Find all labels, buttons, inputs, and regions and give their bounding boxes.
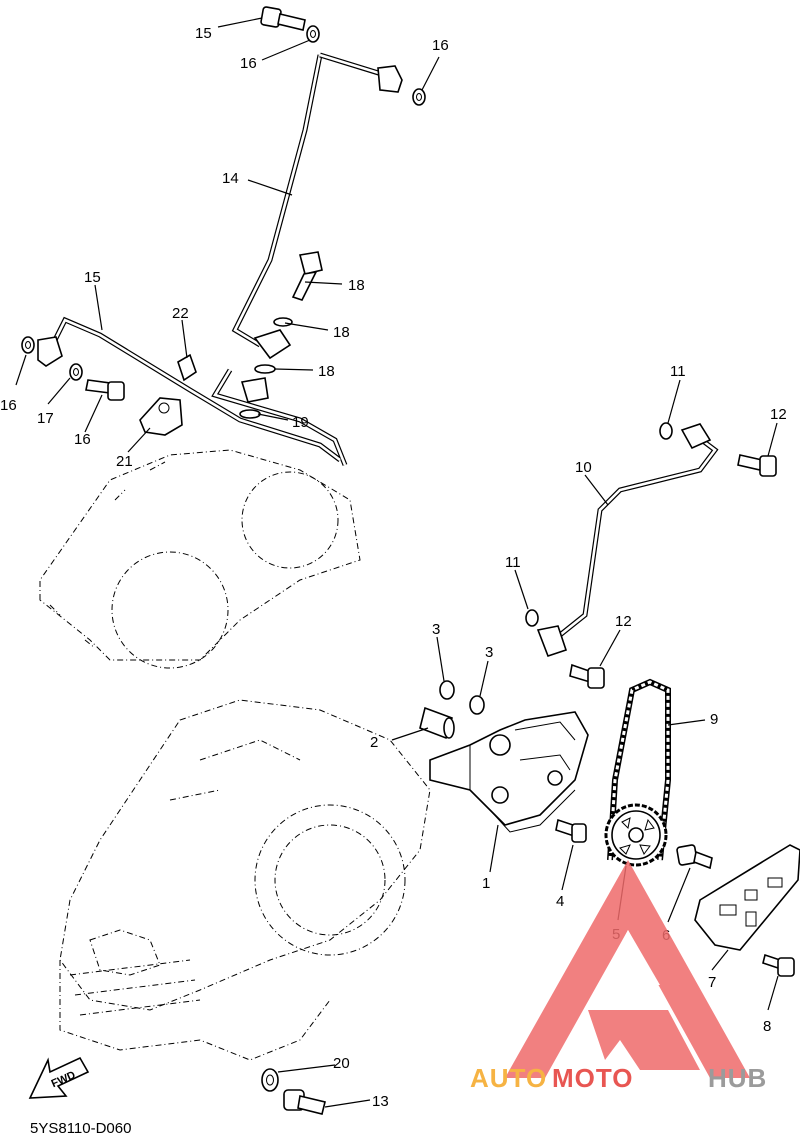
callout-18-a: 18: [333, 324, 350, 341]
callout-18-b: 18: [318, 363, 335, 380]
bolt-12-lower[interactable]: [569, 663, 605, 689]
washer-18-b[interactable]: [254, 364, 276, 374]
sprocket-5[interactable]: [604, 803, 668, 867]
callout-15-left: 16: [74, 431, 91, 448]
dowel-pin-2[interactable]: [419, 706, 455, 740]
washer-16-top-right[interactable]: [412, 88, 426, 106]
callout-12-lower: 12: [615, 613, 632, 630]
leader-lines: [15, 17, 779, 1108]
o-ring-11-lower[interactable]: [525, 609, 539, 627]
callout-3-right: 3: [485, 644, 493, 661]
oil-delivery-pipe-13[interactable]: [231, 52, 386, 348]
forward-direction-arrow: FWD: [28, 1056, 90, 1099]
callout-13: 14: [222, 170, 239, 187]
bolt-12-upper[interactable]: [737, 454, 777, 477]
gasket-20[interactable]: [261, 1068, 279, 1092]
callout-14: 15: [84, 269, 101, 286]
callout-2: 2: [370, 734, 378, 751]
union-bolt-15-top[interactable]: [260, 6, 306, 31]
washer-18-c[interactable]: [239, 409, 261, 419]
union-fitting-top-right[interactable]: [377, 65, 403, 93]
watermark-text-moto: MOTO: [552, 1063, 634, 1093]
callout-8: 8: [763, 1018, 771, 1035]
engine-phantom-outline: [39, 449, 431, 1061]
callout-22: 22: [172, 305, 189, 322]
diagram-code: 5YS8110-D060: [30, 1120, 131, 1137]
pipe-flange-lower[interactable]: [536, 625, 568, 658]
oil-pipe-10[interactable]: [558, 433, 719, 637]
watermark-text-auto: AUTO: [470, 1063, 547, 1093]
o-ring-3-left[interactable]: [439, 680, 455, 700]
callout-16-left-outer: 16: [0, 397, 17, 414]
watermark-logo: AUTO MOTO HUB: [470, 860, 767, 1093]
pipe-clip-22[interactable]: [177, 353, 197, 382]
callout-15-top: 15: [195, 25, 212, 42]
callout-17: 18: [348, 277, 365, 294]
o-ring-3-right[interactable]: [469, 695, 485, 715]
callout-16-top-right: 16: [432, 37, 449, 54]
oil-pump-assy-1[interactable]: [429, 711, 589, 833]
callout-12-upper: 12: [770, 406, 787, 423]
callout-21: 21: [116, 453, 133, 470]
callout-4: 4: [556, 893, 564, 910]
union-fitting-mid[interactable]: [253, 329, 292, 360]
callout-11-lower: 11: [505, 554, 521, 571]
union-fitting-left[interactable]: [37, 336, 63, 367]
callout-9: 9: [710, 711, 718, 728]
callout-10: 10: [575, 459, 592, 476]
callout-16-top-left: 16: [240, 55, 257, 72]
callout-18-c: 19: [292, 414, 309, 431]
watermark-text-hub: HUB: [708, 1063, 767, 1093]
washer-16-left-inner[interactable]: [69, 363, 83, 381]
callout-16-left-inner: 17: [37, 410, 54, 427]
o-ring-11-upper[interactable]: [659, 422, 673, 440]
callout-20: 20: [333, 1055, 350, 1072]
chain-cover-7[interactable]: [694, 844, 800, 951]
oil-delivery-pipe-14[interactable]: [47, 316, 348, 466]
bolt-4[interactable]: [555, 818, 587, 843]
washer-16-top-left[interactable]: [306, 25, 320, 43]
union-bolt-15-left[interactable]: [85, 379, 125, 401]
callout-1: 1: [482, 875, 490, 892]
pipe-flange-upper[interactable]: [680, 423, 712, 450]
bolt-8[interactable]: [762, 953, 795, 977]
callout-11-upper: 11: [670, 363, 686, 380]
pipe-clamp-21[interactable]: [139, 397, 183, 436]
drain-plug-19[interactable]: [283, 1089, 326, 1115]
drive-chain-9[interactable]: [607, 678, 671, 861]
bolt-6[interactable]: [676, 844, 713, 870]
callout-19: 13: [372, 1093, 389, 1110]
callout-3-left: 3: [432, 621, 440, 638]
union-fitting-low[interactable]: [240, 377, 269, 403]
union-bolt-17[interactable]: [291, 251, 323, 301]
washer-16-left-outer[interactable]: [21, 336, 35, 354]
callout-7: 7: [708, 974, 716, 991]
callout-labels: 15 16 16 14 18 18 18 19 15 22 16 17 16 2…: [0, 25, 787, 1110]
washer-18-a[interactable]: [273, 317, 293, 327]
